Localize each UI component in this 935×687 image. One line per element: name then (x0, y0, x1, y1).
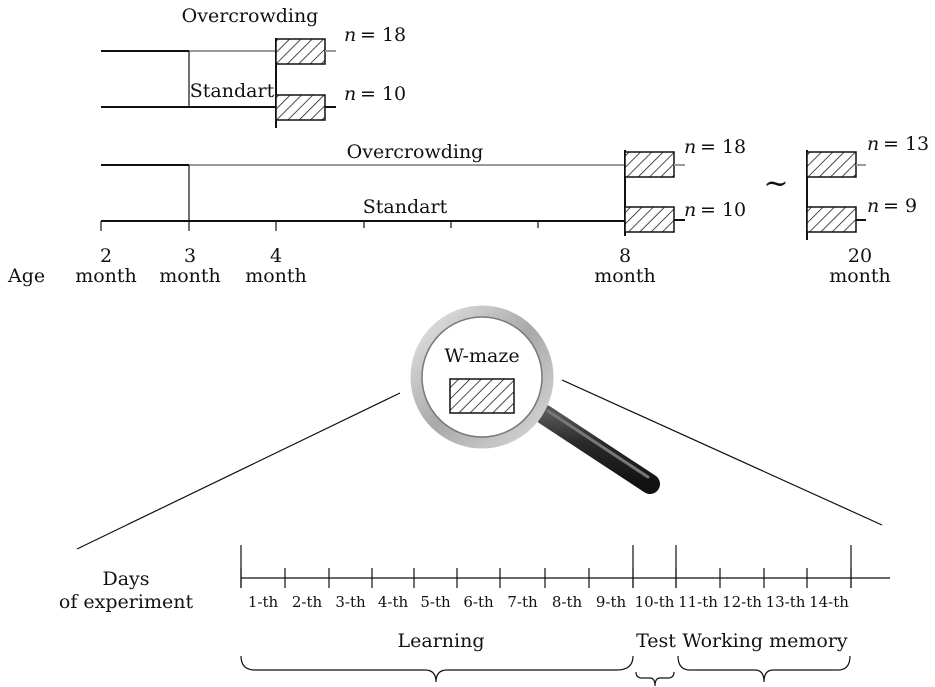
age-tick-number: 3 (184, 245, 196, 267)
day-label: 13-th (766, 593, 806, 611)
short-standart-n: = 10 (360, 83, 406, 105)
n-symbol: n (344, 24, 356, 46)
day-label: 8-th (552, 593, 583, 611)
late-overcrowding-n: = 13 (883, 133, 929, 155)
zoom-line-left (76, 392, 401, 550)
phase-working-memory-label: Working memory (682, 630, 848, 652)
day-label: 2-th (292, 593, 323, 611)
age-tick-unit: month (75, 265, 137, 287)
day-label: 5-th (420, 593, 451, 611)
zoom-line-right (561, 379, 883, 526)
maze-test-box (624, 206, 675, 233)
day-label: 11-th (678, 593, 718, 611)
n-symbol: n (684, 136, 696, 158)
maze-test-box (449, 378, 515, 414)
magnifier-handle (535, 405, 660, 494)
day-label: 1-th (248, 593, 279, 611)
phases: Learning Test Working memory (240, 630, 851, 687)
age-tick-unit: month (159, 265, 221, 287)
maze-test-box (806, 206, 857, 233)
age-axis: Age 2 month 3 month 4 month 8 month 20 m… (7, 220, 891, 287)
maze-test-box (275, 38, 326, 65)
test-brace (635, 671, 675, 687)
long-standart-n: = 10 (700, 199, 746, 221)
day-labels: 1-th 2-th 3-th 4-th 5-th 6-th 7-th 8-th 9-th 10-t… (248, 593, 849, 611)
day-label: 3-th (335, 593, 366, 611)
magnifier-lens (421, 316, 543, 438)
short-standart-label: Standart (190, 80, 275, 102)
day-label: 12-th (722, 593, 762, 611)
age-tick-number: 4 (270, 245, 282, 267)
phase-test-label: Test (636, 630, 676, 652)
age-tick-number: 20 (848, 245, 872, 267)
magnifier-icon: W-maze (76, 305, 883, 550)
late-experiment-group: ~ n = 13 n = 9 (763, 133, 929, 240)
days-axis-title: of experiment (59, 591, 194, 613)
day-label: 14-th (809, 593, 849, 611)
day-label: 4-th (378, 593, 409, 611)
short-experiment-group: Overcrowding Standart n = 18 n = 10 (101, 5, 406, 128)
short-overcrowding-label: Overcrowding (182, 5, 319, 27)
short-overcrowding-n: = 18 (360, 24, 406, 46)
day-label: 7-th (507, 593, 538, 611)
long-overcrowding-n: = 18 (700, 136, 746, 158)
n-symbol: n (867, 133, 879, 155)
age-tick-number: 2 (100, 245, 112, 267)
axis-break-tilde: ~ (763, 166, 788, 201)
long-overcrowding-label: Overcrowding (347, 141, 484, 163)
long-experiment-group: Overcrowding Standart n = 18 n = 10 (101, 136, 746, 236)
age-axis-title: Age (7, 265, 45, 287)
n-symbol: n (684, 199, 696, 221)
late-standart-n: = 9 (883, 195, 917, 217)
magnifier-label: W-maze (444, 345, 519, 367)
day-label: 6-th (463, 593, 494, 611)
day-ticks (240, 568, 852, 588)
long-standart-label: Standart (363, 196, 448, 218)
day-label: 9-th (596, 593, 627, 611)
n-symbol: n (867, 195, 879, 217)
maze-test-box (806, 151, 857, 178)
day-label: 10-th (635, 593, 675, 611)
days-axis-title: Days (102, 568, 149, 590)
age-tick-number: 8 (619, 245, 631, 267)
age-axis-minor-ticks (100, 221, 626, 231)
working-memory-brace (677, 655, 851, 683)
days-axis: Days of experiment 1-th 2-th 3-th 4-th 5-th 6… (59, 545, 890, 613)
learning-brace (240, 655, 634, 683)
maze-test-box (624, 151, 675, 178)
magnifier-lens-ring (410, 305, 554, 449)
maze-test-box (275, 94, 326, 121)
age-tick-unit: month (829, 265, 891, 287)
magnifier-handle-highlight (546, 409, 650, 479)
phase-learning-label: Learning (398, 630, 485, 652)
age-tick-unit: month (245, 265, 307, 287)
age-tick-unit: month (594, 265, 656, 287)
n-symbol: n (344, 83, 356, 105)
